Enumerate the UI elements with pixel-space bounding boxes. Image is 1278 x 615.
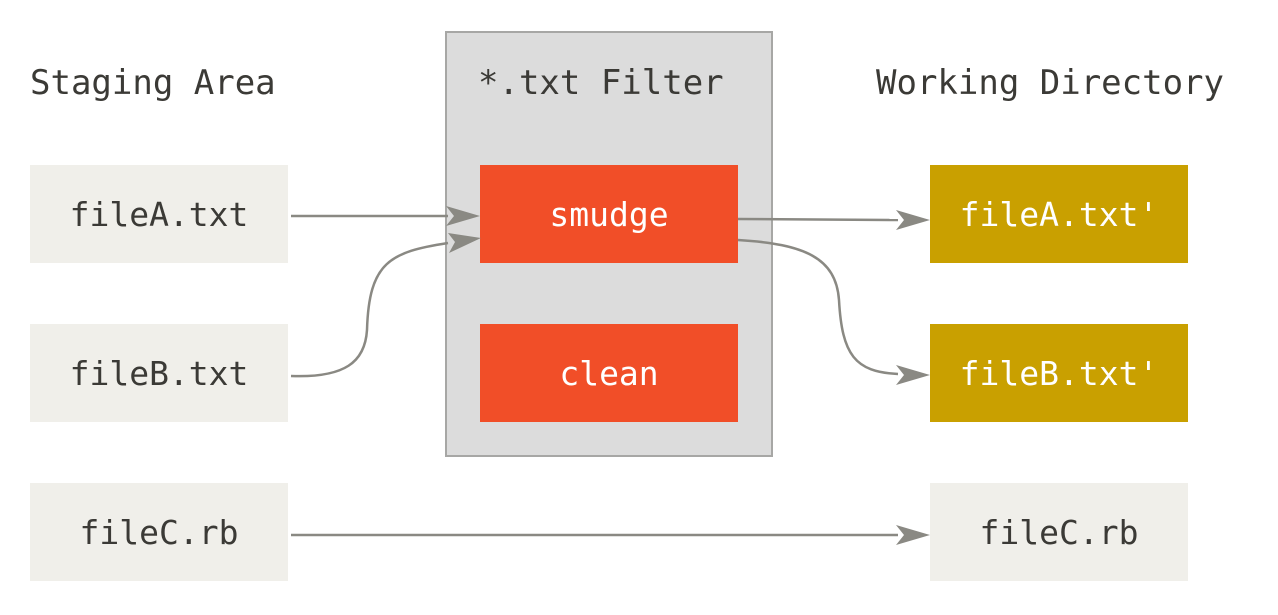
arrowhead-working-file-a — [896, 210, 930, 230]
filter-heading: *.txt Filter — [478, 63, 724, 103]
working-file-c: fileC.rb — [930, 483, 1188, 581]
staging-area-heading: Staging Area — [30, 63, 276, 103]
arrow-file-b-to-smudge — [290, 241, 449, 378]
staging-file-b: fileB.txt — [30, 324, 288, 422]
arrow-smudge-to-working-file-b — [737, 238, 899, 376]
working-file-a: fileA.txt' — [930, 165, 1188, 263]
arrow-smudge-to-working-file-a — [737, 217, 899, 222]
arrowhead-working-file-b — [896, 365, 930, 385]
staging-file-c: fileC.rb — [30, 483, 288, 581]
working-directory-heading: Working Directory — [876, 63, 1224, 103]
arrowhead-smudge-b — [448, 233, 481, 253]
staging-file-a: fileA.txt — [30, 165, 288, 263]
arrowhead-working-file-c — [896, 525, 930, 545]
smudge-box: smudge — [480, 165, 738, 263]
arrowhead-smudge-a — [446, 206, 480, 226]
working-file-b: fileB.txt' — [930, 324, 1188, 422]
clean-box: clean — [480, 324, 738, 422]
